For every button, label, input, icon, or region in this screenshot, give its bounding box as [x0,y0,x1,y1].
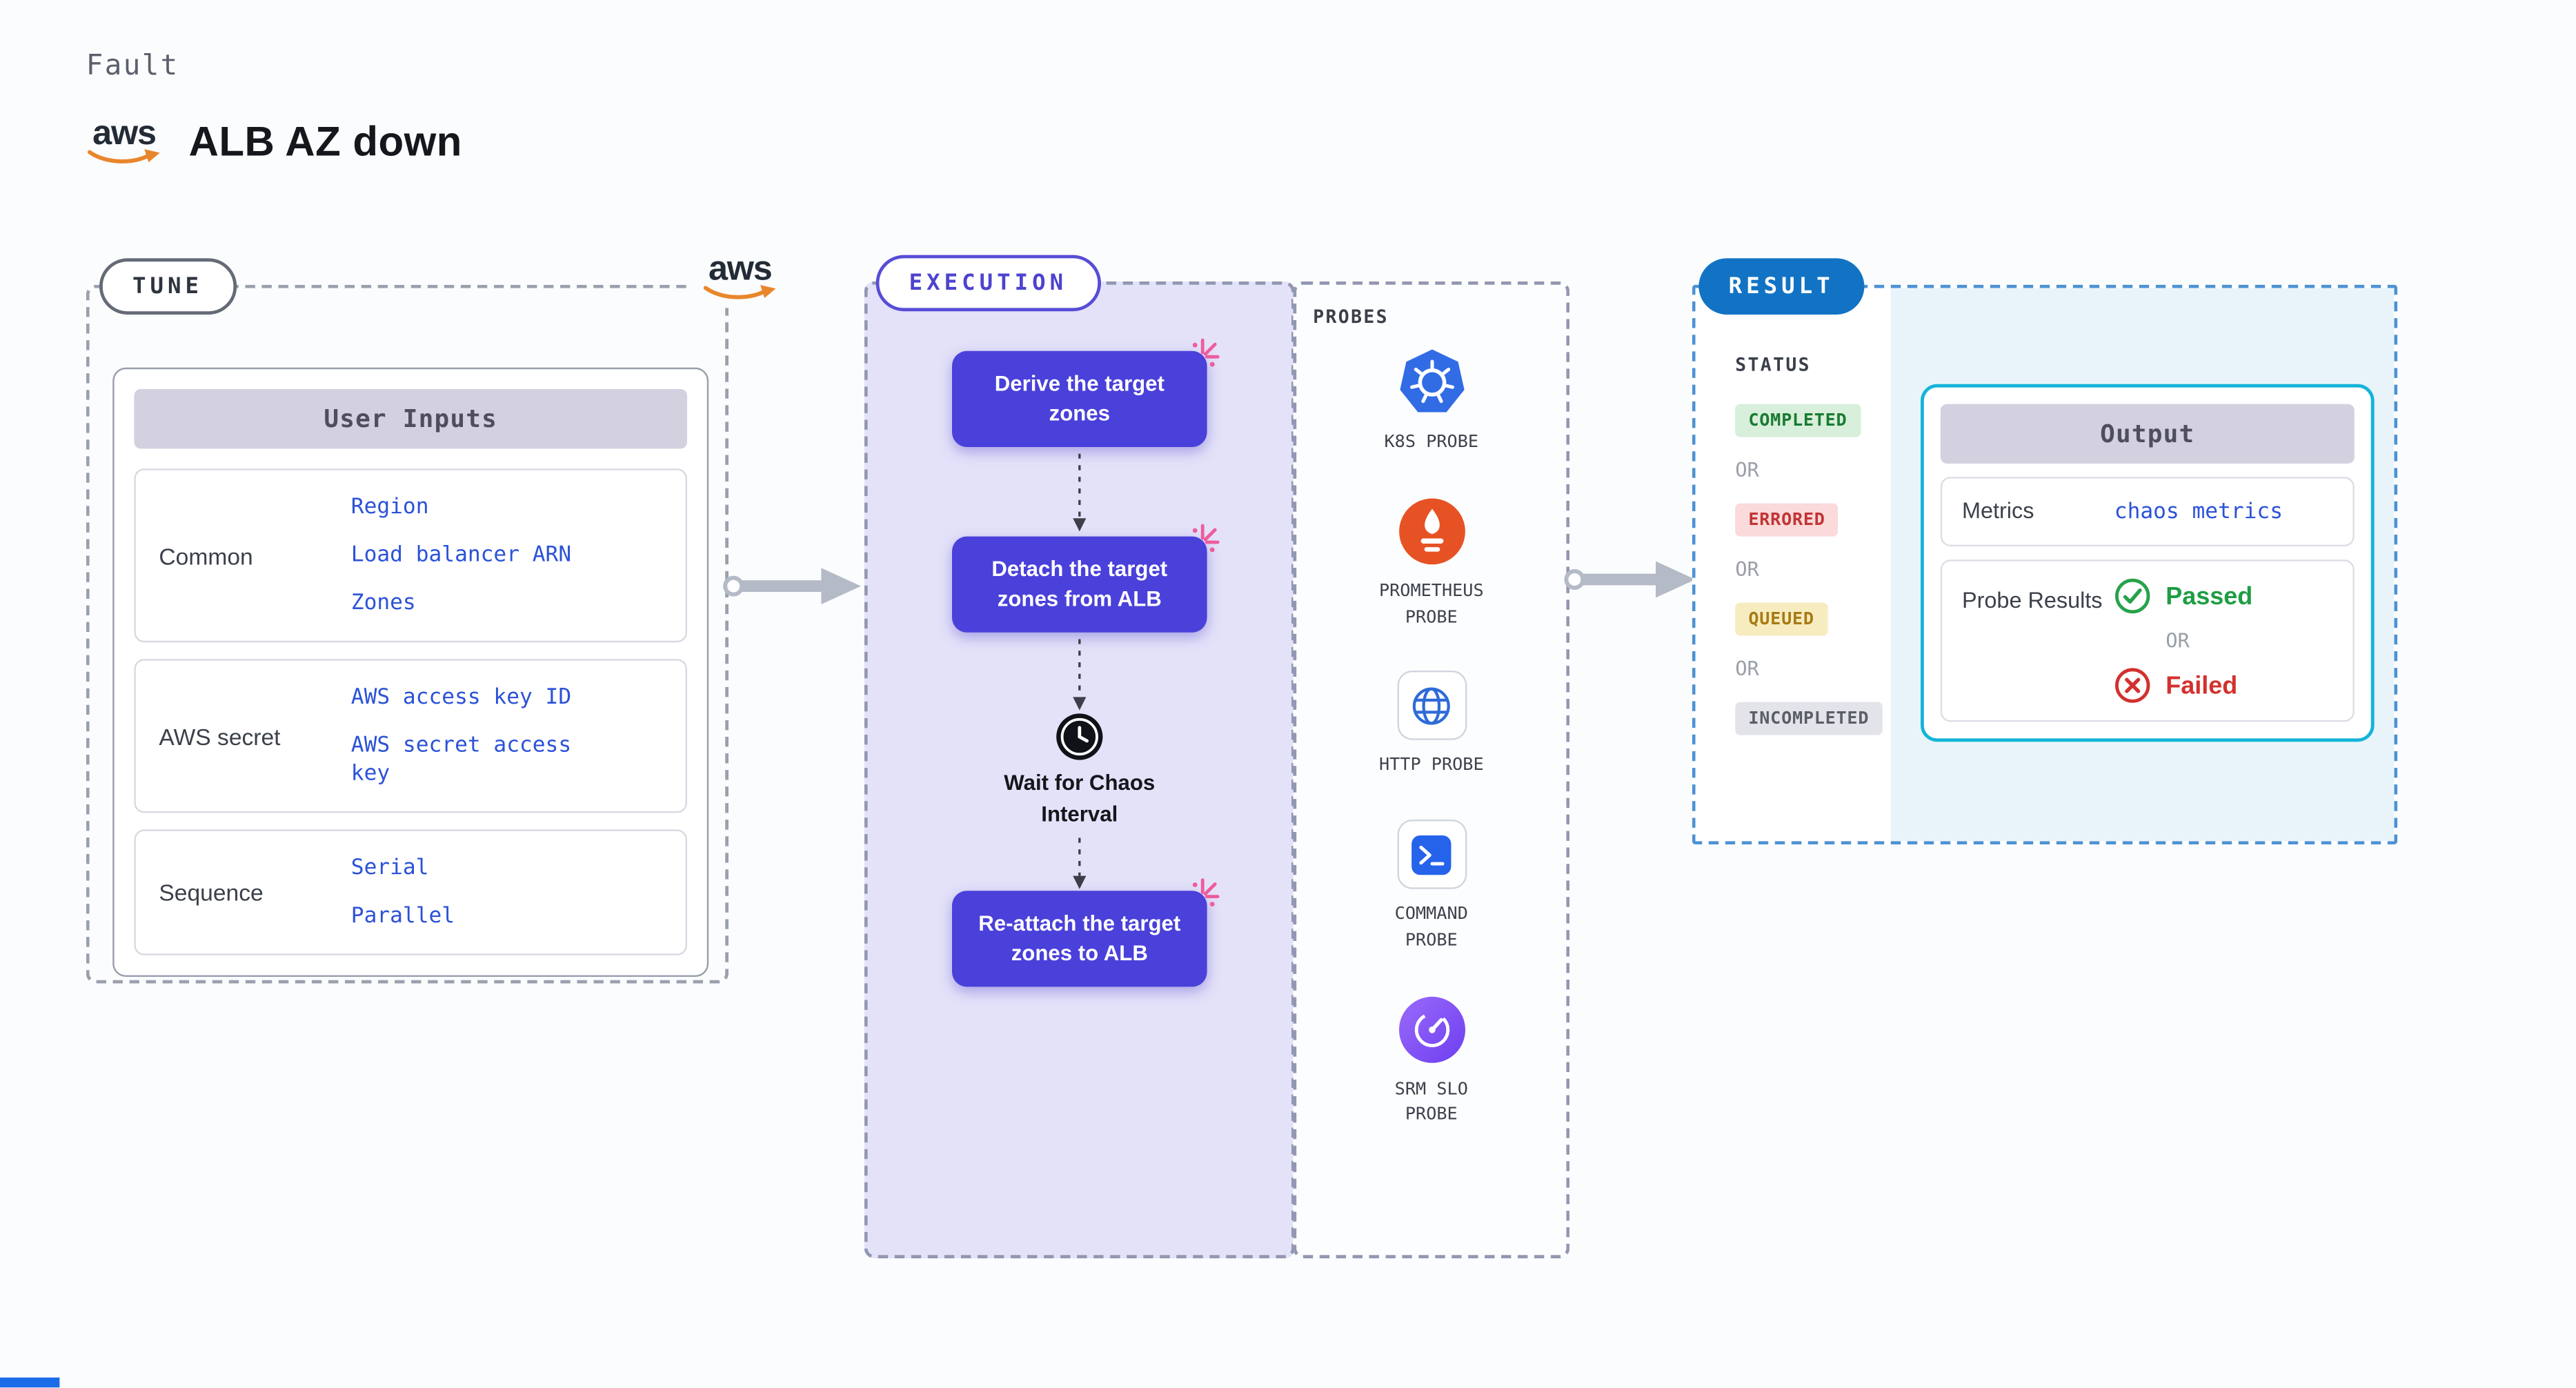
metrics-label: Metrics [1962,498,2034,524]
chaos-burst-icon [1192,524,1220,553]
aws-logo: aws [86,116,162,169]
status-badge-errored: ERRORED [1735,503,1839,537]
execution-to-result-arrow [1564,561,1696,598]
chaos-metrics-link[interactable]: chaos metrics [2114,499,2283,524]
execution-section-label: EXECUTION [875,255,1101,312]
row-value: AWS access key ID [350,685,572,711]
output-card: Output Metrics chaos metrics Probe Resul… [1921,384,2375,742]
status-badge-incompleted: INCOMPLETED [1735,702,1883,735]
aws-smile-icon [703,285,776,299]
row-value: Serial [350,855,429,881]
status-or: OR [1735,657,1759,681]
bottom-edge-bar [0,1377,60,1388]
row-label: Common [159,542,253,569]
failed-text: Failed [2166,671,2238,700]
command-probe-tile [1396,820,1467,889]
wait-step-label: Wait for Chaos Interval [1004,770,1156,826]
result-section: RESULT STATUS COMPLETED OR ERRORED OR QU… [1692,258,2398,844]
table-row: AWS secret AWS access key ID AWS secret … [134,659,688,813]
step-node-derive: Derive the target zones [952,338,1220,447]
list-item-prometheus-probe: PROMETHEUS PROBE [1367,496,1496,631]
probe-label: SRM SLO PROBE [1394,1078,1468,1125]
chaos-burst-icon [1192,878,1220,906]
wait-step [1055,712,1104,770]
aws-logo-small: aws [692,248,789,308]
table-row: Common Region Load balancer ARN Zones [134,468,688,643]
globe-icon [1412,686,1450,725]
terminal-icon [1411,834,1452,875]
result-section-label: RESULT [1698,258,1864,315]
page-kicker: Fault [86,50,179,83]
failed-line: Failed [2114,668,2253,704]
probe-results-label: Probe Results [1962,588,2103,613]
row-value: AWS secret access key [350,733,572,786]
row-label: AWS secret [159,722,281,749]
x-circle-icon [2115,668,2150,704]
status-or: OR [1735,557,1759,582]
flow-connector [1073,453,1087,532]
table-row: Sequence Serial Parallel [134,829,688,955]
tune-to-execution-arrow [723,568,861,605]
probe-label: K8S PROBE [1384,432,1479,453]
probe-label: PROMETHEUS PROBE [1378,580,1484,627]
step-label: Detach the target zones from ALB [991,557,1168,611]
chaos-burst-icon [1192,338,1220,367]
status-or: OR [1735,458,1759,482]
probe-label: COMMAND PROBE [1394,904,1468,950]
passed-line: Passed [2114,578,2253,615]
aws-smile-icon [88,149,160,163]
user-inputs-card: User Inputs Common Region Load balancer … [112,367,709,977]
clock-icon [1056,713,1103,760]
status-column: STATUS COMPLETED OR ERRORED OR QUEUED OR… [1696,288,1891,735]
row-value: Parallel [350,904,455,929]
probe-label: HTTP PROBE [1378,755,1484,775]
probes-panel-label: PROBES [1313,306,1389,328]
kubernetes-icon [1399,349,1464,413]
gauge-icon [1398,995,1465,1062]
page-title: ALB AZ down [188,118,462,165]
flow-connector [1073,837,1087,889]
user-inputs-header: User Inputs [134,389,688,449]
list-item-command-probe: COMMAND PROBE [1367,820,1496,955]
output-header: Output [1940,404,2355,464]
step-label: Derive the target zones [994,371,1165,426]
row-value: Load balancer ARN [350,543,572,568]
status-badge-queued: QUEUED [1735,602,1827,636]
execution-section: EXECUTION Derive the target zones Detach… [864,255,1295,1259]
step-node-detach: Detach the target zones from ALB [952,524,1220,633]
status-column-label: STATUS [1735,354,1811,376]
passed-text: Passed [2166,582,2253,611]
http-probe-tile [1396,671,1467,741]
row-value: Zones [350,591,416,616]
list-item-srm-slo-probe: SRM SLO PROBE [1367,994,1496,1129]
list-item-http-probe: HTTP PROBE [1367,671,1496,780]
output-or: OR [2166,629,2190,653]
flow-connector [1073,639,1087,711]
step-node-reattach: Re-attach the target zones to ALB [952,878,1220,987]
check-circle-icon [2115,579,2150,614]
step-label: Re-attach the target zones to ALB [978,911,1181,966]
tune-section: TUNE aws User Inputs Common Region Load … [86,248,789,984]
metrics-row: Metrics chaos metrics [1940,477,2355,547]
prometheus-flame-icon [1398,497,1465,564]
list-item-k8s-probe: K8S PROBE [1367,348,1496,457]
row-value: Region [350,495,429,520]
probes-panel: PROBES K8S PROBE [1293,281,1570,1259]
probe-list: K8S PROBE PROMETHEUS PROBE [1296,348,1566,1129]
probe-results-row: Probe Results Passed OR [1940,559,2355,722]
aws-logo-text: aws [92,114,157,152]
aws-logo-small-text: aws [708,250,773,288]
title-row: aws ALB AZ down [86,116,462,169]
tune-section-label: TUNE [99,258,237,315]
row-label: Sequence [159,879,264,906]
status-badge-completed: COMPLETED [1735,404,1861,437]
user-inputs-rows: Common Region Load balancer ARN Zones AW… [134,468,688,955]
